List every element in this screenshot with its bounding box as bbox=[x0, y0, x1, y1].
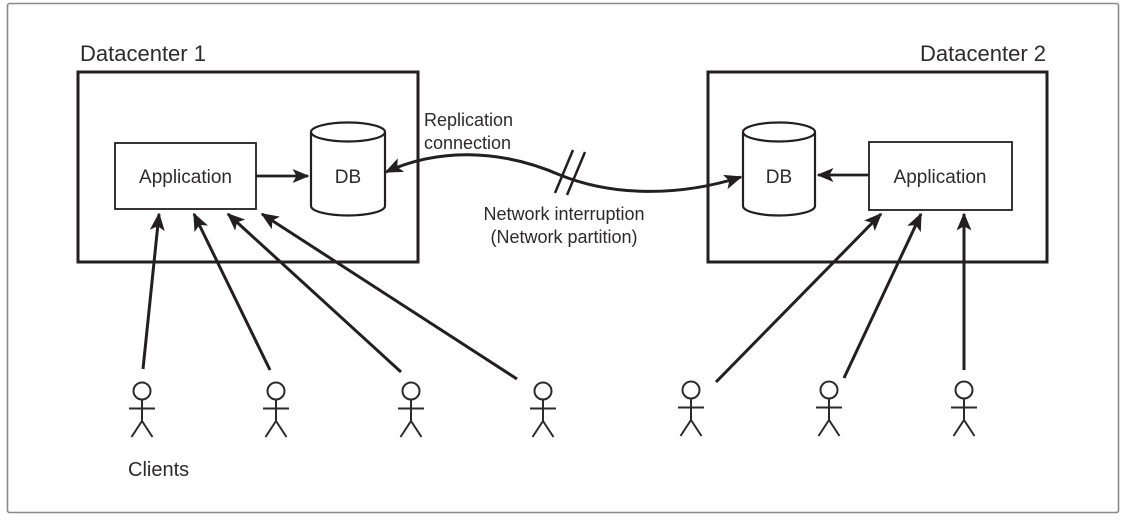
datacenter1-database-cylinder-icon bbox=[309, 121, 387, 217]
client-arrows-datacenter1 bbox=[141, 212, 518, 381]
client-stick-figure-icon bbox=[815, 380, 843, 437]
datacenter2-application-label: Application bbox=[894, 167, 987, 188]
client-stick-figure-icon bbox=[397, 381, 425, 438]
client-arrow-5-icon bbox=[714, 212, 883, 384]
network-interruption-label: Network interruption (Network partition) bbox=[483, 204, 644, 247]
figure-frame bbox=[6, 2, 1120, 514]
datacenter2-database-cylinder-icon bbox=[741, 121, 817, 217]
client-arrow-6-icon bbox=[842, 212, 923, 379]
clients-group bbox=[128, 380, 978, 438]
client-arrow-4-icon bbox=[260, 212, 518, 381]
replication-connection-label: Replication connection bbox=[424, 110, 513, 153]
datacenter1-title: Datacenter 1 bbox=[80, 41, 206, 66]
datacenter2-db-label: DB bbox=[766, 167, 792, 188]
svg-text:connection: connection bbox=[424, 133, 511, 153]
client-arrow-3-icon bbox=[226, 212, 403, 374]
svg-text:Replication: Replication bbox=[424, 110, 513, 130]
client-arrow-2-icon bbox=[192, 212, 272, 371]
client-stick-figure-icon bbox=[262, 381, 290, 438]
client-stick-figure-icon bbox=[529, 381, 557, 438]
replication-connection-arrow-icon bbox=[384, 153, 743, 193]
svg-text:Network interruption: Network interruption bbox=[483, 204, 644, 224]
client-arrows-datacenter2 bbox=[714, 212, 972, 384]
datacenter1-db-label: DB bbox=[335, 167, 361, 188]
network-break-icon bbox=[553, 149, 587, 196]
datacenter2-title: Datacenter 2 bbox=[920, 41, 1046, 66]
client-stick-figure-icon bbox=[128, 381, 156, 438]
client-stick-figure-icon bbox=[950, 380, 978, 437]
client-arrow-1-icon bbox=[141, 212, 165, 370]
datacenter2-application-box bbox=[868, 141, 1013, 211]
datacenter1-application-label: Application bbox=[139, 167, 232, 188]
client-stick-figure-icon bbox=[677, 380, 705, 437]
clients-label: Clients bbox=[128, 459, 189, 481]
svg-text:(Network partition): (Network partition) bbox=[490, 227, 637, 247]
